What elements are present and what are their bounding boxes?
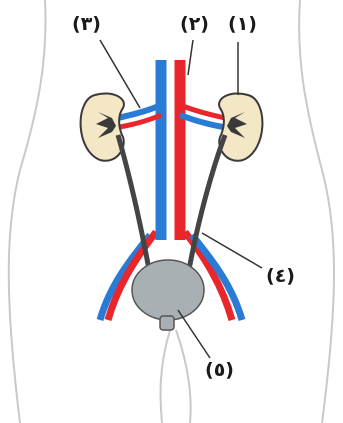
left-kidney [81, 93, 124, 160]
label-2: (٢) [180, 13, 209, 35]
renal-vessels [118, 105, 225, 127]
label-1: (١) [228, 13, 257, 35]
label-4: (٤) [266, 265, 295, 287]
label-3: (٣) [72, 13, 101, 35]
right-kidney [219, 93, 262, 160]
body-outline [9, 0, 334, 423]
label-5: (٥) [205, 359, 234, 381]
bladder [132, 260, 204, 330]
